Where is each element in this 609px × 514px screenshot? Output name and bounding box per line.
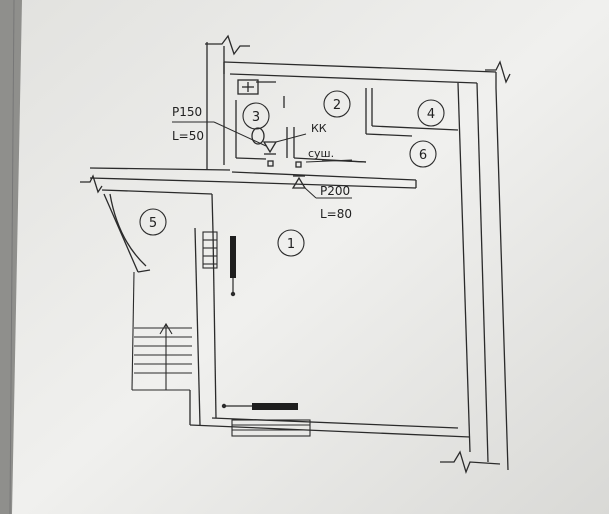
stair-lower-left [131,271,192,391]
svg-text:3: 3 [252,110,260,125]
riser-right-length: L=80 [320,207,352,221]
radiator-horizontal-valve [221,403,227,409]
svg-text:2: 2 [333,98,341,113]
room-marker-1: 1 [277,229,305,257]
svg-text:4: 4 [427,107,435,122]
kk-label: КК [311,122,327,135]
walls [80,34,511,474]
svg-text:6: 6 [419,148,427,163]
stair-upper [202,231,218,269]
riser-right-label: P200 [320,184,350,198]
radiator-horizontal [252,403,298,410]
binding-edge [9,0,15,514]
riser-left-symbol [262,141,278,167]
riser-right-symbol [291,161,307,189]
riser-left-label: P150 [172,105,202,119]
room-marker-4: 4 [417,99,445,127]
radiator-vertical-valve [230,291,236,297]
leader-lines [172,121,353,199]
dry-label: суш. [308,147,334,160]
svg-text:5: 5 [149,216,157,231]
riser-left-length: L=50 [172,129,204,143]
radiator-vertical [230,236,236,278]
stair-bottom [231,419,311,437]
room-marker-6: 6 [409,140,437,168]
room-marker-5: 5 [139,208,167,236]
svg-text:1: 1 [287,237,295,252]
room-marker-3: 3 [242,102,270,130]
room-marker-2: 2 [323,90,351,118]
